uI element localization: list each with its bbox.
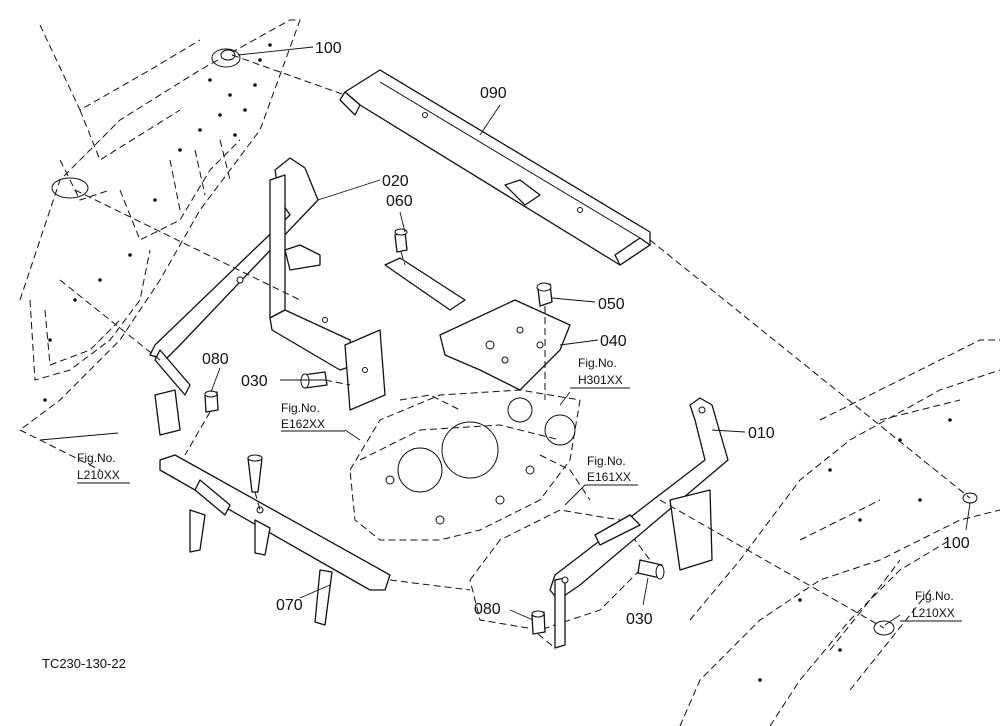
label-100-right: 100	[943, 535, 970, 552]
label-010: 010	[748, 425, 775, 442]
label-050: 050	[598, 296, 625, 313]
part-070-rail	[159, 454, 391, 626]
part-020-bracket	[149, 157, 386, 436]
label-030-left: 030	[241, 373, 268, 390]
label-090: 090	[480, 85, 507, 102]
label-060: 060	[386, 193, 413, 210]
ref-fig-label-e162: Fig.No.	[281, 401, 320, 415]
ref-l210-right: L210XX	[912, 606, 955, 620]
label-080-right: 080	[474, 601, 501, 618]
ref-fig-label-l210-left: Fig.No.	[77, 451, 116, 465]
label-080-left: 080	[202, 351, 229, 368]
leader-lines	[39, 46, 971, 626]
label-040: 040	[600, 333, 627, 350]
fasteners	[204, 49, 978, 635]
label-100-top: 100	[315, 40, 342, 57]
label-020: 020	[382, 173, 409, 190]
part-040-plate	[439, 299, 571, 391]
ref-l210-left: L210XX	[77, 468, 120, 482]
ref-e161: E161XX	[587, 470, 631, 484]
part-010-bracket	[549, 397, 729, 649]
part-060-plate	[384, 228, 466, 311]
part-labels: 100 090 020 060 050 040 080 030 010 100 …	[202, 40, 970, 628]
label-070: 070	[276, 597, 303, 614]
transmission-assembly	[349, 389, 651, 631]
right-frame	[679, 339, 1000, 726]
figure-references: Fig.No. E162XX Fig.No. H301XX Fig.No. E1…	[77, 356, 962, 622]
label-030-right: 030	[626, 611, 653, 628]
ref-fig-label-l210-right: Fig.No.	[915, 589, 954, 603]
ref-fig-label-e161: Fig.No.	[587, 454, 626, 468]
guide-lines	[59, 54, 971, 649]
part-050-bolt	[536, 282, 553, 400]
ref-e162: E162XX	[281, 417, 325, 431]
part-090-crossbar	[339, 69, 651, 266]
ref-h301: H301XX	[578, 373, 623, 387]
left-frame	[19, 19, 301, 471]
drawing-code: TC230-130-22	[42, 656, 126, 671]
ref-fig-label-h301: Fig.No.	[578, 356, 617, 370]
